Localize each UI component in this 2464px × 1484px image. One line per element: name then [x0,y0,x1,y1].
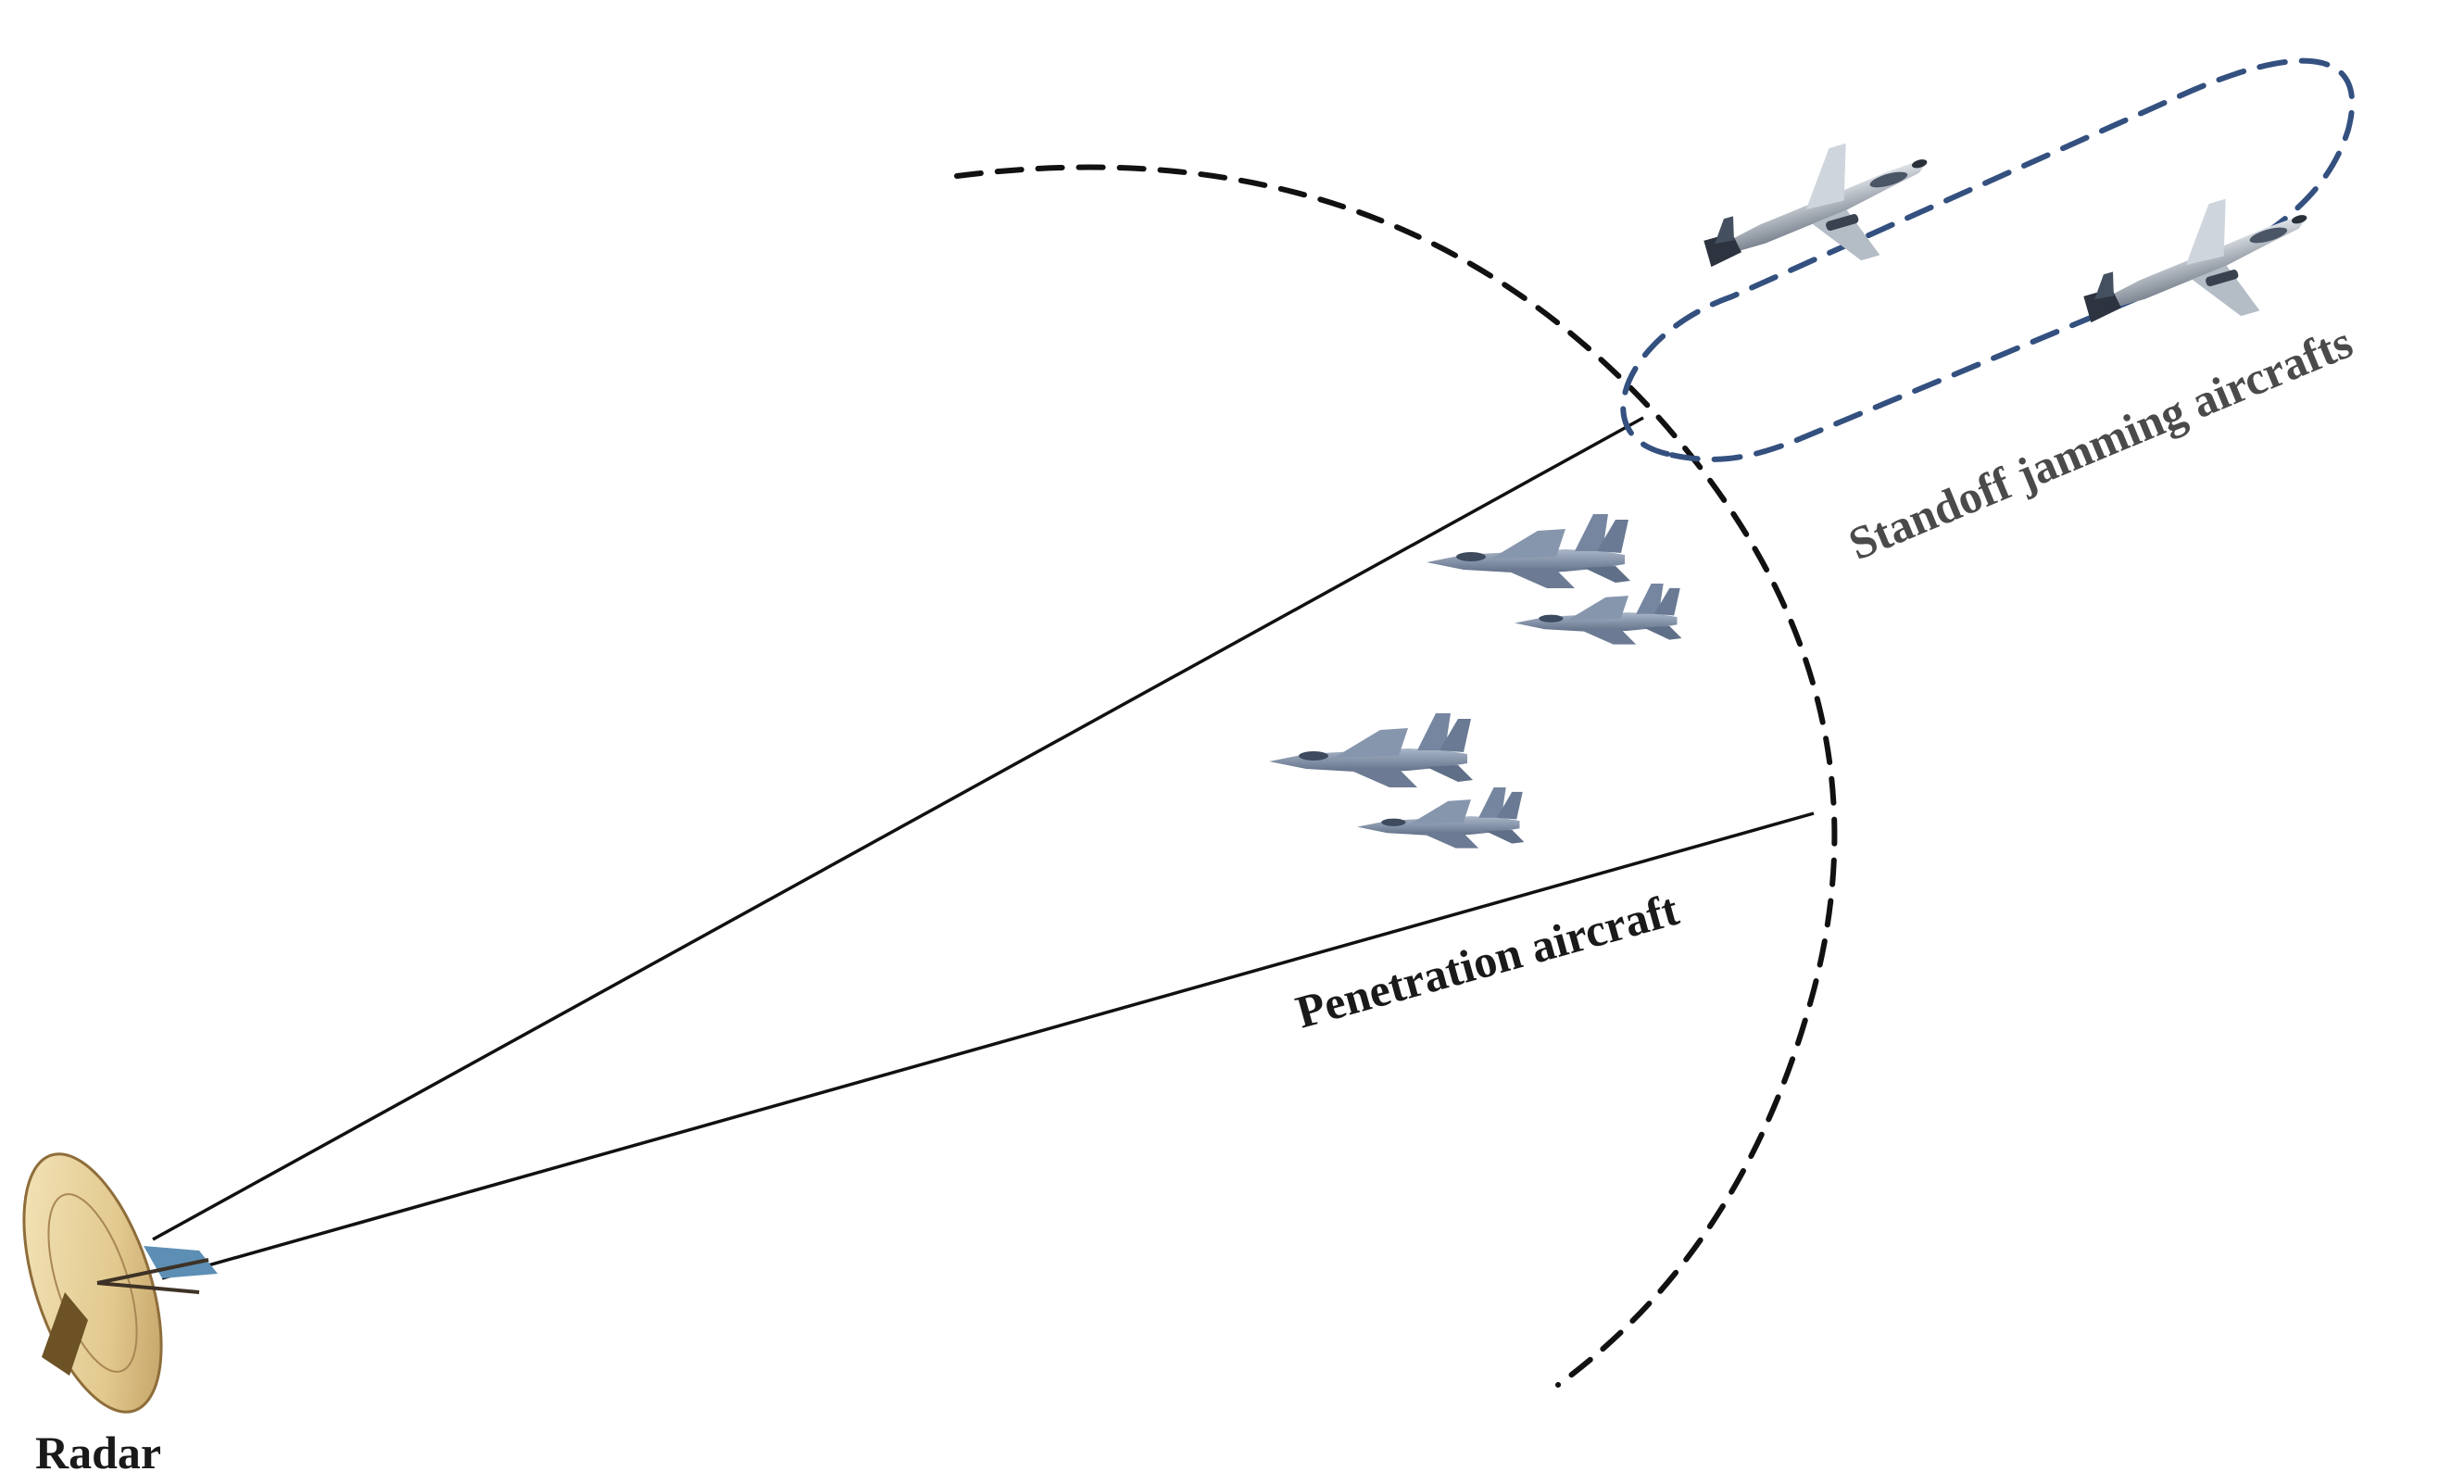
penetration-fighter-2-icon [1515,584,1682,645]
detection-range-arc [954,164,1838,1388]
standoff-jamming-label: Standoff jamming aircrafts [1842,316,2359,571]
beam-upper-line [152,416,1644,1241]
penetration-fighter-4-icon [1357,787,1525,849]
penetration-fighter-1-icon [1427,514,1630,588]
penetration-fighter-3-icon [1269,713,1473,787]
beam-lower-line [161,811,1815,1280]
radar-dish-icon [22,1152,218,1414]
jammer-orbit-track [1620,57,2356,462]
jamming-aircraft-1-icon [1689,123,1949,301]
jamming-aircraft-2-icon [2068,179,2329,357]
radar-label: Radar [35,1427,161,1478]
